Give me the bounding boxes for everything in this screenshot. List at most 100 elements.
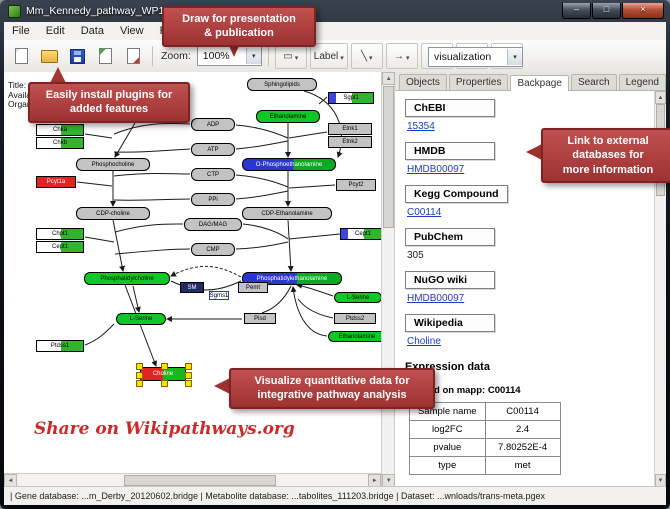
datanode-tool-button[interactable]: ▭: [274, 43, 307, 69]
node-cdp-ethanolamine[interactable]: CDP-Ethanolamine: [242, 207, 332, 220]
label-tool-button[interactable]: Label: [309, 43, 348, 69]
line-tool-button[interactable]: ╲: [350, 43, 383, 69]
pathway-title-label: Title:: [8, 80, 27, 90]
node-sgms1[interactable]: Sgms1: [209, 291, 229, 300]
node-ptdss1[interactable]: Ptdss1: [36, 340, 84, 352]
node-atp[interactable]: ATP: [191, 143, 235, 156]
menu-view[interactable]: View: [119, 25, 144, 37]
expression-data-header: Expression data: [404, 361, 490, 373]
selection-handle[interactable]: [136, 363, 143, 370]
pathway-edge: [290, 286, 328, 337]
selection-handle[interactable]: [185, 380, 192, 387]
pathway-canvas[interactable]: SphingolipidsCholine Ethanolamine Sgpl1ADP…: [4, 72, 382, 474]
node-sm[interactable]: SM: [180, 282, 204, 293]
table-cell: met: [484, 456, 561, 475]
node-chkb[interactable]: Chkb: [36, 137, 84, 149]
node-adp[interactable]: ADP: [191, 118, 235, 131]
arrow-tool-button[interactable]: →: [385, 43, 418, 69]
menu-file[interactable]: File: [12, 25, 30, 37]
sidebar-scroll-up-icon[interactable]: ▲: [655, 91, 666, 104]
node-phosphatidylcholine[interactable]: Phosphatidylcholine: [84, 272, 170, 285]
kegg-compound-link[interactable]: C00114: [406, 207, 442, 218]
node-choline-selected[interactable]: Choline: [136, 363, 192, 387]
tab-properties[interactable]: Properties: [448, 74, 509, 90]
scroll-up-icon[interactable]: ▲: [382, 72, 396, 85]
node-sphingolipids[interactable]: Sphingolipids: [247, 78, 317, 91]
save-file-icon: [69, 48, 85, 64]
node-dag-mag[interactable]: DAG/MAG: [184, 218, 242, 231]
line-tool-icon: ╲: [360, 50, 367, 62]
node-cdp-choline[interactable]: CDP-choline: [76, 207, 150, 220]
node-ethanolamine-right[interactable]: Ethanolamine: [328, 331, 382, 342]
app-icon: [8, 4, 21, 18]
visualization-dropdown-icon[interactable]: ▾: [507, 49, 522, 65]
save-file-button[interactable]: [64, 43, 90, 69]
maximize-button[interactable]: □: [592, 3, 621, 19]
pathway-edge: [318, 96, 328, 105]
selection-handle[interactable]: [136, 380, 143, 387]
node-ctp[interactable]: CTP: [191, 168, 235, 181]
canvas-horizontal-scrollbar[interactable]: ◄ ►: [4, 473, 382, 487]
node-pcyt1a[interactable]: Pcyt1a: [36, 176, 76, 188]
chebi-link[interactable]: 15354: [406, 121, 435, 132]
node-pemt[interactable]: Pemt: [238, 282, 268, 293]
pathway-available-label: Availa: [8, 90, 31, 100]
pathway-edge: [297, 298, 334, 319]
node-chpt1[interactable]: Chpt1: [36, 228, 84, 240]
node-chka[interactable]: Chka: [36, 124, 84, 136]
toolbar-separator: [267, 46, 269, 66]
node-cept1-left[interactable]: Cept1: [36, 241, 84, 253]
node-phosphocholine[interactable]: Phosphocholine: [76, 158, 150, 171]
node-pcyt2[interactable]: Pcyt2: [336, 179, 376, 191]
open-file-button[interactable]: [36, 43, 62, 69]
visualization-select[interactable]: visualization ▾: [428, 47, 523, 67]
menu-edit[interactable]: Edit: [45, 25, 65, 37]
workspace: SphingolipidsCholine Ethanolamine Sgpl1ADP…: [4, 72, 666, 487]
node-sgpl1[interactable]: Sgpl1: [328, 92, 374, 104]
node-cmp[interactable]: CMP: [191, 243, 235, 256]
node-cept1-right[interactable]: Cept1: [340, 228, 382, 240]
node-ethanolamine[interactable]: Ethanolamine: [256, 110, 320, 123]
node-l-serine-right[interactable]: L-Serine: [334, 292, 382, 303]
node-o-phosphoethanolamine[interactable]: O-Phosphoethanolamine: [242, 158, 336, 171]
selection-handle[interactable]: [136, 372, 143, 379]
selection-handle[interactable]: [161, 380, 168, 387]
scroll-right-icon[interactable]: ►: [368, 474, 382, 487]
import-file-button[interactable]: [92, 43, 118, 69]
tab-objects[interactable]: Objects: [398, 74, 447, 90]
hmdb-link[interactable]: HMDB00097: [406, 164, 465, 175]
toolbar-file-group: [8, 43, 146, 69]
new-file-button[interactable]: [8, 43, 34, 69]
zoom-dropdown-icon[interactable]: ▾: [245, 48, 261, 64]
tab-legend[interactable]: Legend: [618, 74, 666, 90]
wikipedia-link[interactable]: Choline: [406, 336, 441, 347]
close-button[interactable]: ×: [622, 3, 664, 19]
canvas-vertical-scrollbar[interactable]: ▲ ▼: [381, 72, 396, 487]
pathway-edge: [235, 140, 289, 150]
nugo-wiki-link[interactable]: HMDB00097: [406, 293, 465, 304]
export-file-button[interactable]: [120, 43, 146, 69]
arrow-tool-icon: →: [393, 50, 404, 62]
selection-handle[interactable]: [161, 363, 168, 370]
node-etnk2[interactable]: Etnk2: [328, 136, 372, 148]
title-bar[interactable]: Mm_Kennedy_pathway_WP1771_45176.gp... – …: [4, 0, 666, 22]
node-ptdss2[interactable]: Ptdss2: [334, 313, 376, 324]
selection-handle[interactable]: [185, 372, 192, 379]
selection-handle[interactable]: [185, 363, 192, 370]
node-pisd[interactable]: Pisd: [244, 313, 276, 324]
minimize-button[interactable]: –: [562, 3, 591, 19]
menu-data[interactable]: Data: [80, 25, 104, 37]
tab-search[interactable]: Search: [570, 74, 617, 90]
vertical-scroll-thumb[interactable]: [383, 86, 395, 228]
node-etnk1[interactable]: Etnk1: [328, 123, 372, 135]
node-phosphatidylethanolamine[interactable]: Phosphatidylethanolamine: [242, 272, 342, 285]
window-controls: – □ ×: [561, 3, 664, 19]
node-ppi[interactable]: PPi: [191, 193, 235, 206]
horizontal-scroll-thumb[interactable]: [124, 475, 276, 486]
tab-backpage[interactable]: Backpage: [510, 75, 569, 91]
zoom-value: 100%: [202, 50, 230, 62]
node-l-serine-left[interactable]: L-Serine: [116, 313, 166, 325]
